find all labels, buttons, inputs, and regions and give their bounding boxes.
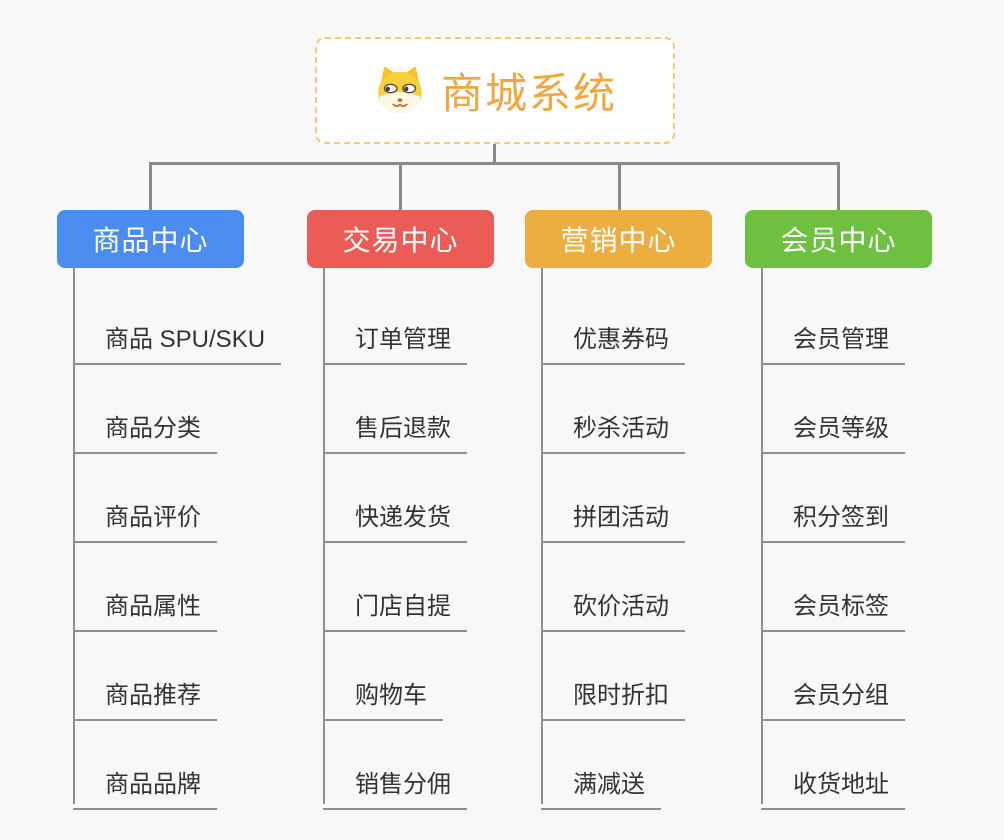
branch-item[interactable]: 限时折扣	[541, 675, 685, 721]
branch-item[interactable]: 售后退款	[323, 408, 467, 454]
branch-node-member-center[interactable]: 会员中心	[745, 210, 932, 268]
branch-item[interactable]: 购物车	[323, 675, 443, 721]
branch-label: 商品中心	[92, 225, 209, 256]
branch-item[interactable]: 商品分类	[73, 408, 217, 454]
branch-item[interactable]: 会员标签	[761, 586, 905, 632]
branch-item[interactable]: 满减送	[541, 764, 661, 810]
branch-trunk-line	[73, 268, 75, 804]
branch-trunk-line	[761, 268, 763, 804]
branch-product-center: 商品中心 商品 SPU/SKU 商品分类 商品评价 商品属性 商品推荐 商品品牌	[57, 210, 282, 810]
branch-node-trade-center[interactable]: 交易中心	[307, 210, 494, 268]
branch-node-product-center[interactable]: 商品中心	[57, 210, 244, 268]
connector-root-stem	[493, 144, 496, 164]
shiba-dog-icon	[373, 65, 427, 117]
branch-item[interactable]: 销售分佣	[323, 764, 467, 810]
connector-bus-line	[149, 162, 840, 165]
branch-item[interactable]: 收货地址	[761, 764, 905, 810]
branch-item[interactable]: 商品推荐	[73, 675, 217, 721]
branch-marketing-center: 营销中心 优惠券码 秒杀活动 拼团活动 砍价活动 限时折扣 满减送	[525, 210, 712, 810]
connector-drop-line	[837, 162, 840, 211]
branch-item[interactable]: 商品评价	[73, 497, 217, 543]
connector-drop-line	[618, 162, 621, 211]
root-node[interactable]: 商城系统	[315, 37, 675, 144]
branch-item[interactable]: 会员等级	[761, 408, 905, 454]
branch-trade-center: 交易中心 订单管理 售后退款 快递发货 门店自提 购物车 销售分佣	[307, 210, 494, 810]
branch-label: 会员中心	[780, 225, 897, 256]
branch-item[interactable]: 商品 SPU/SKU	[73, 319, 282, 365]
root-label: 商城系统	[440, 70, 617, 117]
connector-drop-line	[149, 162, 152, 211]
branch-item[interactable]: 门店自提	[323, 586, 467, 632]
branch-node-marketing-center[interactable]: 营销中心	[525, 210, 712, 268]
branch-member-center: 会员中心 会员管理 会员等级 积分签到 会员标签 会员分组 收货地址	[745, 210, 932, 810]
branch-item[interactable]: 商品品牌	[73, 764, 217, 810]
branch-trunk-line	[541, 268, 543, 804]
branch-item[interactable]: 优惠券码	[541, 319, 685, 365]
branch-item[interactable]: 积分签到	[761, 497, 905, 543]
branch-label: 营销中心	[560, 225, 677, 256]
branch-item[interactable]: 砍价活动	[541, 586, 685, 632]
branch-item[interactable]: 秒杀活动	[541, 408, 685, 454]
branch-item[interactable]: 快递发货	[323, 497, 467, 543]
branch-trunk-line	[323, 268, 325, 804]
branch-item[interactable]: 商品属性	[73, 586, 217, 632]
connector-drop-line	[399, 162, 402, 211]
branch-label: 交易中心	[342, 225, 459, 256]
branch-item[interactable]: 拼团活动	[541, 497, 685, 543]
branch-item[interactable]: 会员管理	[761, 319, 905, 365]
branch-item[interactable]: 会员分组	[761, 675, 905, 721]
branch-item[interactable]: 订单管理	[323, 319, 467, 365]
